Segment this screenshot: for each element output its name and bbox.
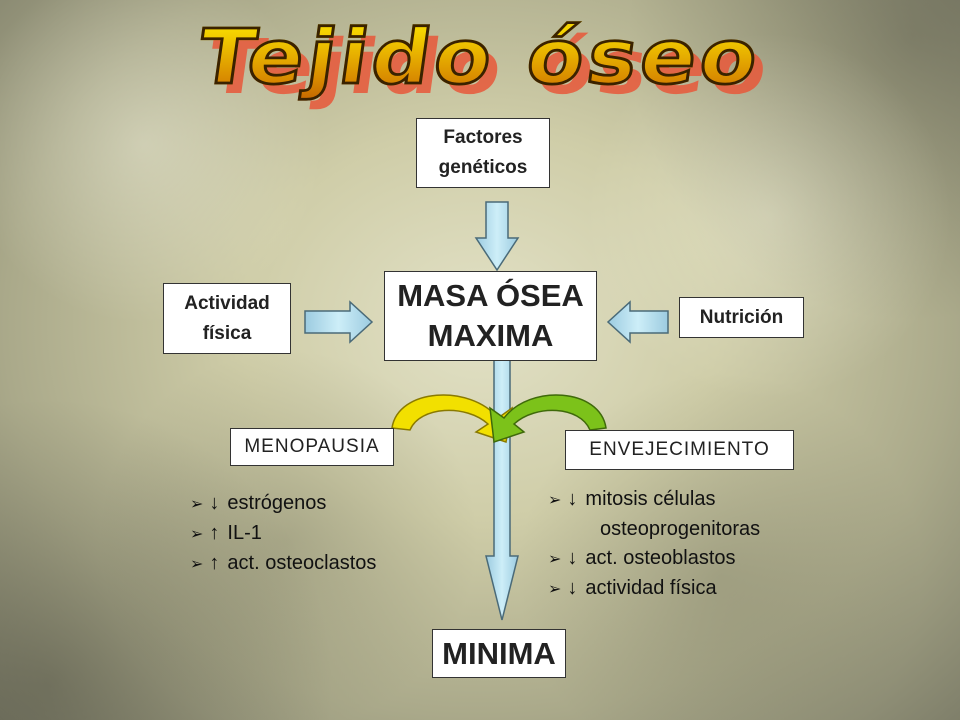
peak-bone-mass-box: MASA ÓSEA MAXIMA bbox=[384, 271, 597, 361]
genetic-factors-line1: Factores bbox=[443, 127, 523, 148]
list-item-text: IL-1 bbox=[227, 522, 262, 544]
down-arrow-icon: ↓ bbox=[567, 577, 578, 599]
aging-label: ENVEJECIMIENTO bbox=[589, 439, 770, 460]
nutrition-label: Nutrición bbox=[699, 306, 784, 328]
bullet-icon: ➢ bbox=[548, 551, 562, 568]
down-arrow-icon: ↓ bbox=[567, 547, 578, 569]
list-item: ➢ ↓ mitosis células bbox=[548, 485, 760, 515]
down-arrow-icon: ↓ bbox=[209, 492, 220, 514]
aging-box: ENVEJECIMIENTO bbox=[565, 430, 794, 470]
bullet-icon: ➢ bbox=[548, 492, 562, 509]
physical-activity-box: Actividad física bbox=[163, 283, 291, 354]
list-item-text: mitosis células bbox=[585, 488, 716, 510]
list-item-text: estrógenos bbox=[227, 492, 327, 514]
bullet-icon: ➢ bbox=[190, 496, 204, 513]
minimum-label: MINIMA bbox=[442, 635, 556, 671]
list-item-text: act. osteoblastos bbox=[585, 547, 736, 569]
up-arrow-icon: ↑ bbox=[209, 552, 220, 574]
peak-bone-mass-line1: MASA ÓSEA bbox=[397, 278, 584, 313]
up-arrow-icon: ↑ bbox=[209, 522, 220, 544]
activity-arrow bbox=[304, 300, 374, 344]
nutrition-box: Nutrición bbox=[679, 297, 804, 338]
physical-activity-line2: física bbox=[202, 322, 252, 344]
list-item: ➢ ↑ act. osteoclastos bbox=[190, 549, 376, 579]
bullet-icon: ➢ bbox=[548, 581, 562, 598]
menopause-effects-list: ➢ ↓ estrógenos ➢ ↑ IL-1 ➢ ↑ act. osteoclastos bbox=[190, 489, 376, 579]
bullet-icon: ➢ bbox=[190, 526, 204, 543]
list-item-text: osteoprogenitoras bbox=[600, 518, 761, 540]
down-arrow-icon: ↓ bbox=[567, 488, 578, 510]
menopause-box: MENOPAUSIA bbox=[230, 428, 394, 466]
genetic-factors-box: Factores genéticos bbox=[416, 118, 550, 188]
peak-bone-mass-line2: MAXIMA bbox=[427, 318, 554, 353]
nutrition-arrow bbox=[606, 300, 669, 344]
genetic-factors-line2: genéticos bbox=[438, 157, 528, 178]
list-item: ➢ ↓ estrógenos bbox=[190, 489, 376, 519]
genetic-arrow bbox=[474, 201, 520, 272]
aging-effects-list: ➢ ↓ mitosis células osteoprogenitoras ➢ ↓ ac… bbox=[548, 485, 760, 604]
list-item-text: actividad física bbox=[585, 577, 717, 599]
bullet-icon: ➢ bbox=[190, 556, 204, 573]
decline-arrow bbox=[485, 359, 519, 621]
minimum-box: MINIMA bbox=[432, 629, 566, 678]
list-item: ➢ ↓ actividad física bbox=[548, 574, 760, 604]
list-item-continuation: osteoprogenitoras bbox=[548, 515, 760, 544]
physical-activity-line1: Actividad bbox=[184, 292, 270, 314]
list-item-text: act. osteoclastos bbox=[227, 552, 377, 574]
menopause-label: MENOPAUSIA bbox=[244, 436, 380, 457]
list-item: ➢ ↑ IL-1 bbox=[190, 519, 376, 549]
list-item: ➢ ↓ act. osteoblastos bbox=[548, 544, 760, 574]
aging-curved-arrow bbox=[489, 394, 607, 444]
